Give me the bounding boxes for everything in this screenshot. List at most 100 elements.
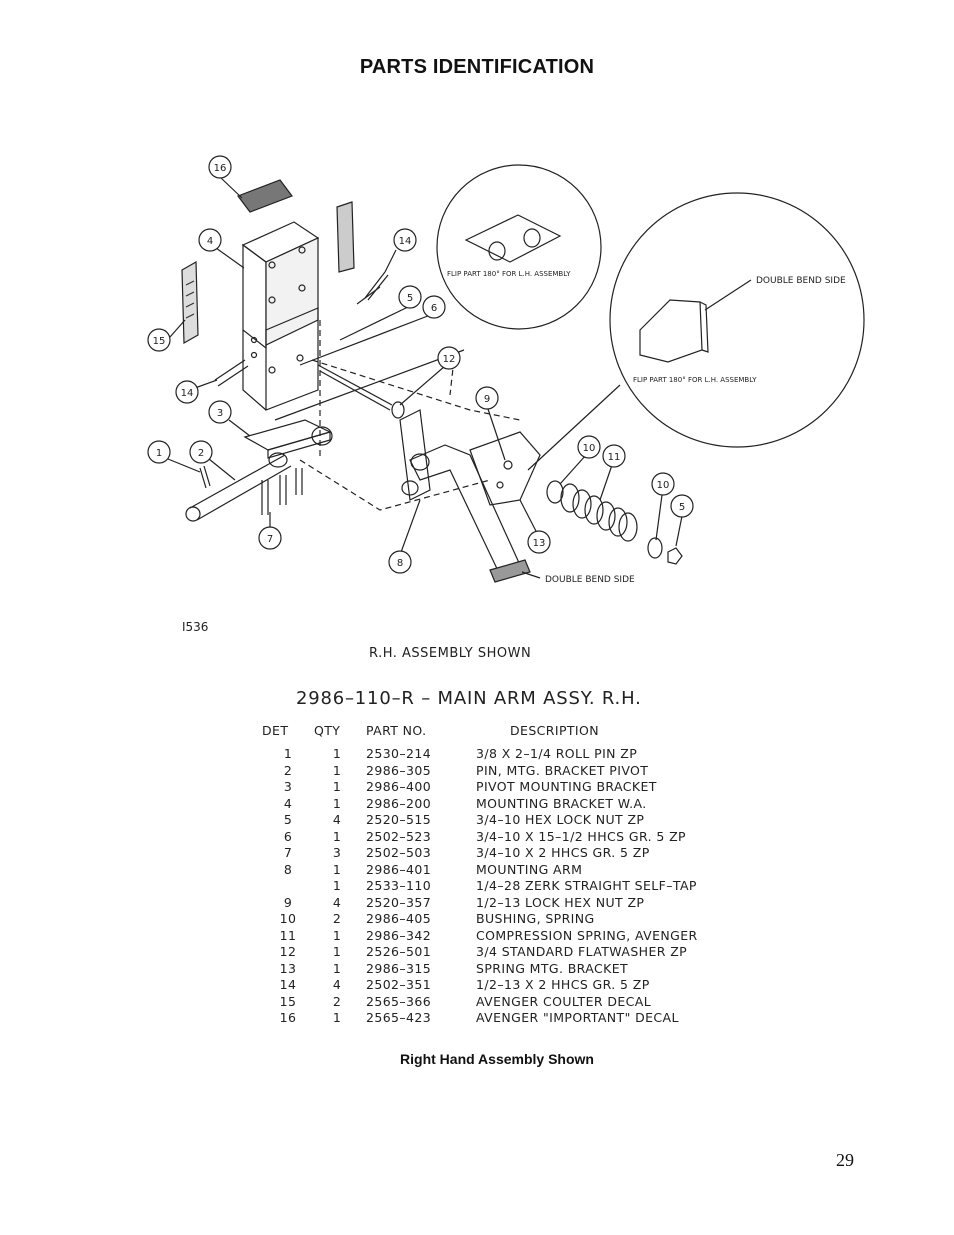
callout-label: 10 [657,480,670,491]
cell-desc: 3/4–10 X 15–1/2 HHCS GR. 5 ZP [476,828,686,844]
cell-qty: 3 [332,845,342,860]
compression-spring [560,483,638,542]
cell-part: 2986–401 [366,861,432,877]
cell-desc: AVENGER COULTER DECAL [476,993,652,1009]
flip-note-pivot: FLIP PART 180° FOR L.H. ASSEMBLY [447,270,571,278]
page-number: 29 [836,1150,854,1170]
drawing-number: I536 [182,620,209,634]
table-row: 13 1 2986–315 SPRING MTG. BRACKET [262,961,750,978]
cell-qty: 1 [332,944,342,959]
cell-desc: BUSHING, SPRING [476,911,595,926]
pivot-bracket [243,419,333,468]
cell-qty: 1 [332,779,342,794]
cell-det: 4 [283,795,293,811]
cell-qty: 1 [332,960,342,976]
cell-desc: PIVOT MOUNTING BRACKET [476,779,657,794]
cell-desc: SPRING MTG. BRACKET [476,960,629,976]
table-row: 1 2533–110 1/4–28 ZERK STRAIGHT SELF–TAP [262,878,750,895]
cell-part: 2533–110 [366,878,432,893]
table-row: 5 4 2520–515 3/4–10 HEX LOCK NUT ZP [262,812,750,829]
header-description: DESCRIPTION [510,722,600,738]
assembly-shown-label: R.H. ASSEMBLY SHOWN [369,646,532,661]
cell-det: 7 [283,845,293,860]
cell-desc: 3/4 STANDARD FLATWASHER ZP [476,944,688,959]
cell-desc: MOUNTING ARM [476,861,583,877]
parts-table-header: DET QTY PART NO. DESCRIPTION [262,722,750,746]
flip-note-bracket: FLIP PART 180° FOR L.H. ASSEMBLY [633,376,757,384]
cell-qty: 1 [332,1010,342,1025]
cell-part: 2502–503 [366,845,432,860]
table-row: 6 1 2502–523 3/4–10 X 15–1/2 HHCS GR. 5 ZP [262,829,750,846]
cell-part: 2986–200 [366,795,432,811]
cell-det: 16 [279,1010,297,1025]
cell-qty: 4 [332,894,342,910]
figure-caption: Right Hand Assembly Shown [400,1051,594,1067]
cell-det: 3 [283,779,293,794]
exploded-assembly-diagram: 16 4 14 15 14 3 1 2 7 5 6 12 9 8 13 10 1… [147,155,865,585]
cell-det: 2 [283,762,293,778]
cell-qty: 1 [332,878,342,893]
cell-det [262,878,314,895]
callout-label: 5 [407,293,413,304]
cell-part: 2502–523 [366,828,432,844]
decal-coulter [181,260,199,345]
callout-label: 10 [583,443,596,454]
callout-label: 9 [484,394,490,405]
callout-label: 12 [443,354,456,365]
page-title: PARTS IDENTIFICATION [359,56,595,78]
cell-desc: AVENGER "IMPORTANT" DECAL [476,1010,679,1025]
callout-label: 6 [431,303,437,314]
cell-part: 2986–305 [366,762,432,778]
cell-det: 8 [283,861,293,877]
cell-det: 10 [279,911,297,926]
table-row: 7 3 2502–503 3/4–10 X 2 HHCS GR. 5 ZP [262,845,750,862]
cell-det: 5 [283,812,293,827]
mounting-bracket [241,221,320,411]
cell-desc: 3/4–10 HEX LOCK NUT ZP [476,812,645,827]
header-qty: QTY [314,722,341,738]
cell-desc: 3/4–10 X 2 HHCS GR. 5 ZP [476,845,650,860]
cell-part: 2986–342 [366,927,432,943]
cell-desc: 1/4–28 ZERK STRAIGHT SELF–TAP [476,878,697,893]
callout-label: 13 [533,538,546,549]
cell-det: 9 [283,894,293,910]
cell-qty: 1 [332,795,342,811]
cell-desc: PIN, MTG. BRACKET PIVOT [476,762,649,778]
callout-label: 11 [608,452,621,463]
cell-det: 6 [283,828,293,844]
cell-part: 2986–400 [366,779,432,794]
callout-label: 1 [156,448,162,459]
decal-important [237,179,293,213]
header-det: DET [262,722,289,738]
cell-qty: 4 [332,812,342,827]
callout-label: 7 [267,534,273,545]
assembly-title: 2986–110–R – MAIN ARM ASSY. R.H. [296,688,642,709]
detail-view-spring-bracket [609,192,865,448]
callout-label: 5 [679,502,685,513]
cell-part: 2502–351 [366,977,432,992]
cell-qty: 2 [332,911,342,926]
cell-qty: 4 [332,977,342,992]
double-bend-note-main: DOUBLE BEND SIDE [545,575,635,585]
cell-det: 13 [279,960,297,976]
cell-part: 2986–405 [366,911,432,926]
cell-qty: 2 [332,993,342,1009]
cell-part: 2526–501 [366,944,432,959]
cell-det: 11 [279,927,297,943]
cell-part: 2565–423 [366,1010,432,1025]
cell-qty: 1 [332,828,342,844]
cell-det: 1 [283,746,293,761]
cell-part: 2986–315 [366,960,432,976]
cell-desc: 3/8 X 2–1/4 ROLL PIN ZP [476,746,638,761]
cell-qty: 1 [332,927,342,943]
cell-part: 2520–515 [366,812,432,827]
callout-label: 14 [399,236,412,247]
double-bend-note-detail: DOUBLE BEND SIDE [756,276,846,286]
